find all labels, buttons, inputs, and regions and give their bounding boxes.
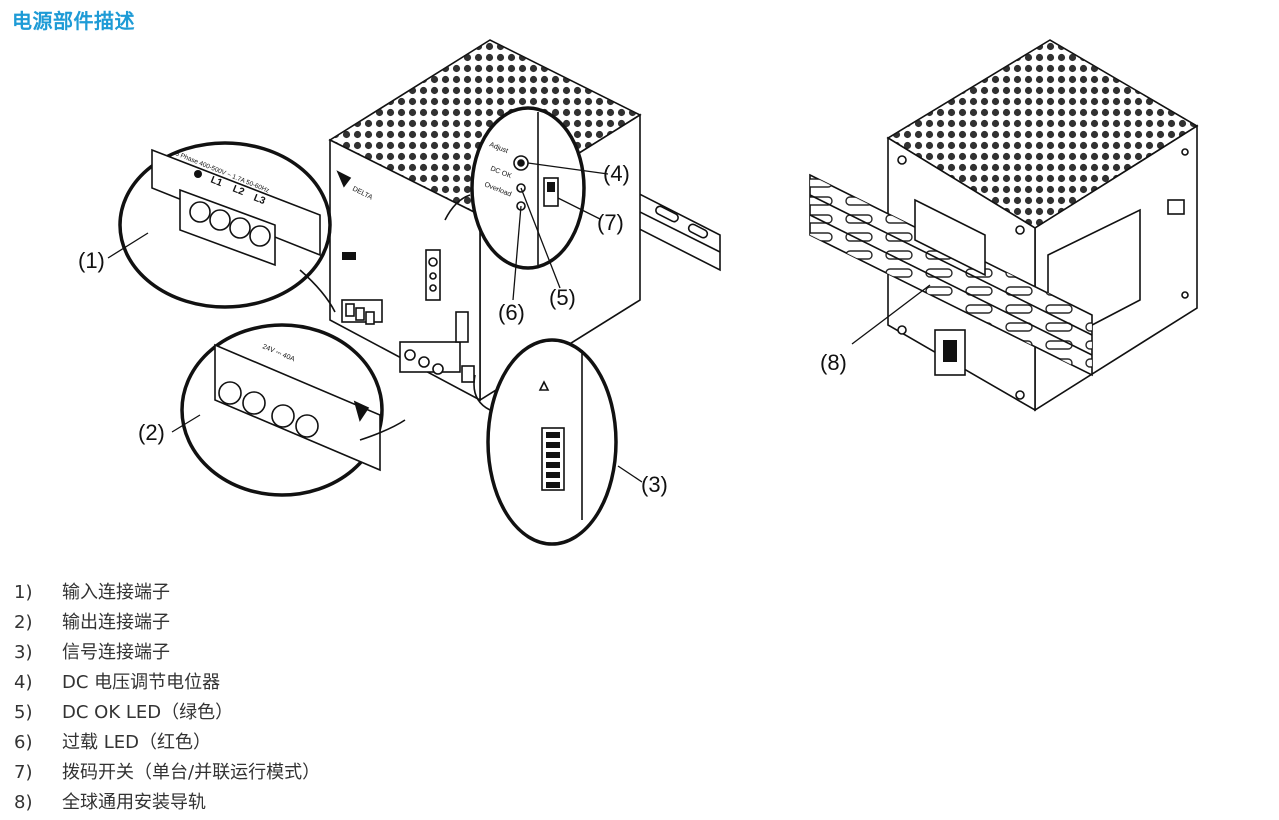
callout-7: (7) (597, 210, 624, 235)
list-item: 6)过载 LED（红色） (14, 732, 211, 753)
terminal-label-l3: L3 (252, 193, 267, 208)
list-item: 8)全球通用安装导轨 (14, 792, 206, 813)
callout-2: (2) (138, 420, 165, 445)
list-item: 2)输出连接端子 (14, 612, 170, 633)
rear-view-device (809, 39, 1199, 412)
callout-1: (1) (78, 248, 105, 273)
leader-line-8 (851, 284, 931, 345)
signal-terminal-zoom (538, 350, 583, 520)
list-item: 5)DC OK LED（绿色） (14, 702, 234, 723)
terminal-label-l2: L2 (231, 184, 246, 199)
page-title: 电源部件描述 (12, 9, 135, 33)
list-item: 7)拨码开关（单台/并联运行模式） (14, 762, 321, 783)
callout-4: (4) (603, 161, 630, 186)
list-item: 4)DC 电压调节电位器 (14, 672, 221, 693)
product-illustration: DELTA 3 Phase 400-500V ~ 1.7A 50-60Hz L1… (78, 39, 1199, 546)
component-list: 1)输入连接端子 2)输出连接端子 3)信号连接端子 4)DC 电压调节电位器 … (14, 578, 320, 818)
callout-6: (6) (498, 300, 525, 325)
terminal-label-l1: L1 (209, 175, 224, 190)
list-item: 3)信号连接端子 (14, 642, 170, 663)
leader-lines-left (107, 162, 643, 483)
output-terminal-zoom: 24V ⎓ 40A (214, 343, 381, 472)
list-item: 1)输入连接端子 (14, 582, 170, 603)
callout-3: (3) (641, 472, 668, 497)
callout-5: (5) (549, 285, 576, 310)
front-view-device: DELTA 3 Phase 400-500V ~ 1.7A 50-60Hz L1… (118, 39, 721, 546)
callout-8: (8) (820, 350, 847, 375)
